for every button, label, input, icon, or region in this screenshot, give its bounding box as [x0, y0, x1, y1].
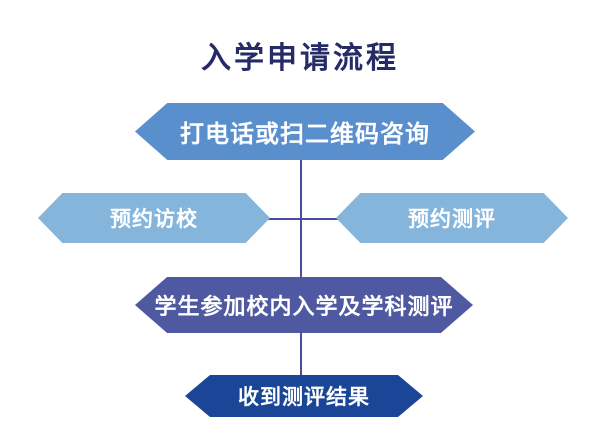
page-title: 入学申请流程 — [201, 41, 399, 76]
connector-vertical-line — [300, 158, 302, 377]
node-onsite-test-label: 学生参加校内入学及学科测评 — [154, 295, 454, 320]
node-assessment-booking-hexagon: 预约测评 — [336, 193, 568, 243]
node-consult-label: 打电话或扫二维码咨询 — [180, 120, 430, 148]
node-consult-hexagon: 打电话或扫二维码咨询 — [135, 103, 475, 160]
connector-horizontal-line — [266, 218, 338, 220]
node-visit-booking-label: 预约访校 — [110, 207, 198, 231]
node-onsite-test-hexagon: 学生参加校内入学及学科测评 — [135, 277, 473, 333]
node-result-label: 收到测评结果 — [238, 385, 370, 409]
node-visit-booking-hexagon: 预约访校 — [38, 193, 270, 243]
node-assessment-booking-label: 预约测评 — [408, 207, 496, 231]
node-result-hexagon: 收到测评结果 — [185, 375, 423, 417]
